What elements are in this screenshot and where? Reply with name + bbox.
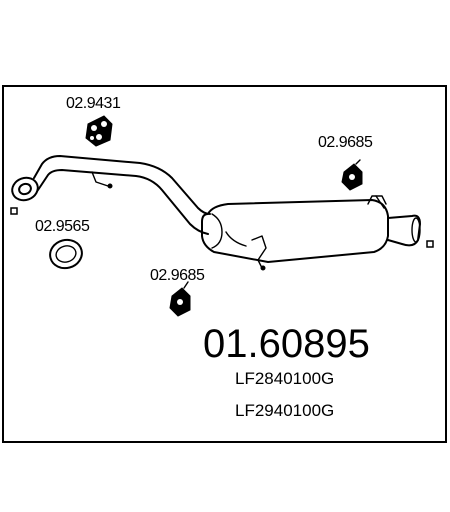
exhaust-pipe bbox=[11, 155, 211, 235]
label-part-02-9685-right: 02.9685 bbox=[318, 134, 373, 151]
rear-silencer bbox=[201, 195, 421, 271]
reference-number-2: LF2940100G bbox=[235, 401, 334, 420]
rubber-mount-02-9431 bbox=[85, 115, 113, 147]
main-part-number: 01.60895 bbox=[203, 322, 370, 366]
left-connector-marker bbox=[10, 207, 18, 215]
gasket-ring-02-9565 bbox=[49, 238, 83, 270]
right-connector-marker bbox=[426, 240, 434, 248]
clamp-02-9685-left bbox=[169, 281, 191, 317]
diagram-frame bbox=[2, 85, 447, 443]
clamp-02-9685-right bbox=[341, 159, 363, 191]
label-part-02-9685-left: 02.9685 bbox=[150, 267, 205, 284]
label-part-02-9431: 02.9431 bbox=[66, 95, 121, 112]
label-part-02-9565: 02.9565 bbox=[35, 218, 90, 235]
reference-number-1: LF2840100G bbox=[235, 369, 334, 388]
